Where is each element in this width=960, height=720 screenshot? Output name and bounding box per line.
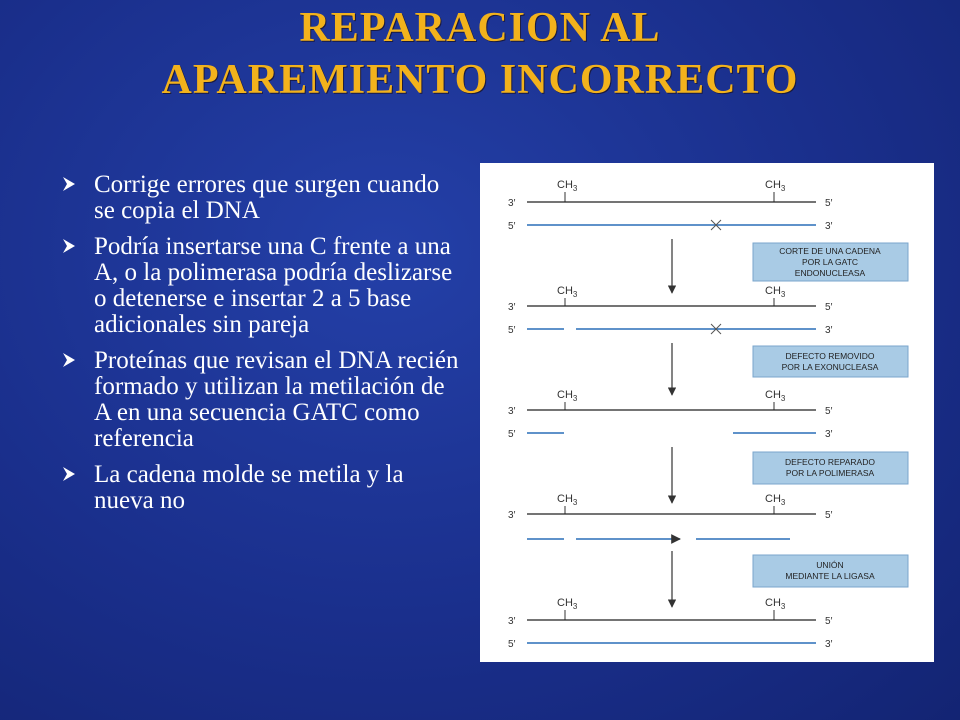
end-label: 3′ bbox=[825, 325, 833, 336]
end-label: 5′ bbox=[508, 325, 516, 336]
arrow-bullet-icon bbox=[63, 467, 75, 481]
methyl-label: CH3 bbox=[557, 493, 578, 507]
stage-5-duplex: CH3 CH3 3′ 5′ 5′ 3′ bbox=[508, 597, 833, 650]
methyl-label: CH3 bbox=[557, 389, 578, 403]
mismatch-mark bbox=[710, 323, 722, 335]
stage-3-duplex: CH3 CH3 3′ 5′ 5′ 3′ bbox=[508, 389, 833, 440]
svg-text:POR LA POLIMERASA: POR LA POLIMERASA bbox=[786, 468, 875, 478]
bullet-item: Proteínas que revisan el DNA recién form… bbox=[60, 348, 460, 452]
end-label: 5′ bbox=[825, 406, 833, 417]
svg-text:CORTE DE UNA CADENA: CORTE DE UNA CADENA bbox=[779, 246, 881, 256]
svg-text:CH3: CH3 bbox=[765, 597, 786, 611]
end-label: 5′ bbox=[825, 302, 833, 313]
svg-text:CH3: CH3 bbox=[765, 493, 786, 507]
end-label: 5′ bbox=[508, 429, 516, 440]
end-label: 5′ bbox=[825, 616, 833, 627]
svg-text:ENDONUCLEASA: ENDONUCLEASA bbox=[795, 268, 866, 278]
stage-1-duplex: CH3 CH3 3′ 5′ 5′ 3′ bbox=[508, 179, 833, 232]
end-label: 3′ bbox=[508, 302, 516, 313]
end-label: 5′ bbox=[825, 198, 833, 209]
methyl-label: CH3 bbox=[765, 285, 786, 299]
svg-text:CH3: CH3 bbox=[557, 389, 578, 403]
diagram-canvas: CH3 CH3 3′ 5′ 5′ 3′ CORTE DE UNA CADENA … bbox=[508, 179, 909, 650]
svg-text:DEFECTO REMOVIDO: DEFECTO REMOVIDO bbox=[785, 351, 874, 361]
arrow-bullet-icon bbox=[63, 177, 75, 191]
end-label: 3′ bbox=[508, 406, 516, 417]
end-label: 5′ bbox=[508, 639, 516, 650]
bullet-item: Podría insertarse una C frente a una A, … bbox=[60, 234, 460, 338]
svg-text:DEFECTO REPARADO: DEFECTO REPARADO bbox=[785, 457, 875, 467]
methyl-label: CH3 bbox=[765, 597, 786, 611]
title-line-1: REPARACION AL bbox=[299, 5, 661, 51]
bullet-item: La cadena molde se metila y la nueva no bbox=[60, 462, 460, 514]
methyl-label: CH3 bbox=[557, 597, 578, 611]
bullet-item: Corrige errores que surgen cuando se cop… bbox=[60, 172, 460, 224]
bullet-text: La cadena molde se metila y la nueva no bbox=[94, 461, 404, 514]
methyl-label: CH3 bbox=[557, 179, 578, 193]
slide-title: REPARACION AL APAREMIENTO INCORRECTO bbox=[0, 0, 960, 106]
end-label: 3′ bbox=[508, 510, 516, 521]
methyl-label: CH3 bbox=[557, 285, 578, 299]
bullet-list: Corrige errores que surgen cuando se cop… bbox=[60, 172, 460, 524]
svg-text:CH3: CH3 bbox=[765, 389, 786, 403]
end-label: 3′ bbox=[825, 639, 833, 650]
stage-4-duplex: CH3 CH3 3′ 5′ bbox=[508, 493, 833, 544]
step-label-box: DEFECTO REPARADO POR LA POLIMERASA bbox=[752, 451, 909, 485]
svg-text:UNIÓN: UNIÓN bbox=[816, 560, 843, 570]
arrow-bullet-icon bbox=[63, 353, 75, 367]
bullet-text: Corrige errores que surgen cuando se cop… bbox=[94, 171, 440, 224]
svg-text:CH3: CH3 bbox=[557, 597, 578, 611]
step-label-box: DEFECTO REMOVIDO POR LA EXONUCLEASA bbox=[752, 345, 909, 378]
end-label: 3′ bbox=[508, 198, 516, 209]
end-label: 3′ bbox=[825, 429, 833, 440]
methyl-label: CH3 bbox=[765, 179, 786, 193]
stage-2-duplex: CH3 CH3 3′ 5′ 5′ 3′ bbox=[508, 285, 833, 336]
svg-text:CH3: CH3 bbox=[765, 179, 786, 193]
end-label: 3′ bbox=[508, 616, 516, 627]
svg-text:POR LA GATC: POR LA GATC bbox=[802, 257, 858, 267]
methyl-label: CH3 bbox=[765, 493, 786, 507]
svg-text:POR LA EXONUCLEASA: POR LA EXONUCLEASA bbox=[782, 362, 879, 372]
svg-text:CH3: CH3 bbox=[765, 285, 786, 299]
end-label: 5′ bbox=[508, 221, 516, 232]
mismatch-mark bbox=[710, 219, 722, 231]
end-label: 5′ bbox=[825, 510, 833, 521]
svg-text:CH3: CH3 bbox=[557, 285, 578, 299]
title-line-2: APAREMIENTO INCORRECTO bbox=[161, 57, 799, 103]
methyl-label: CH3 bbox=[765, 389, 786, 403]
svg-text:MEDIANTE LA LIGASA: MEDIANTE LA LIGASA bbox=[785, 571, 875, 581]
end-label: 3′ bbox=[825, 221, 833, 232]
arrow-bullet-icon bbox=[63, 239, 75, 253]
bullet-text: Podría insertarse una C frente a una A, … bbox=[94, 233, 453, 338]
mismatch-repair-diagram: CH3 CH3 3′ 5′ 5′ 3′ CORTE DE UNA CADENA … bbox=[480, 163, 934, 662]
svg-text:CH3: CH3 bbox=[557, 493, 578, 507]
step-label-box: UNIÓN MEDIANTE LA LIGASA bbox=[752, 554, 909, 588]
svg-text:CH3: CH3 bbox=[557, 179, 578, 193]
bullet-text: Proteínas que revisan el DNA recién form… bbox=[94, 347, 459, 452]
step-label-box: CORTE DE UNA CADENA POR LA GATC ENDONUCL… bbox=[752, 242, 909, 282]
